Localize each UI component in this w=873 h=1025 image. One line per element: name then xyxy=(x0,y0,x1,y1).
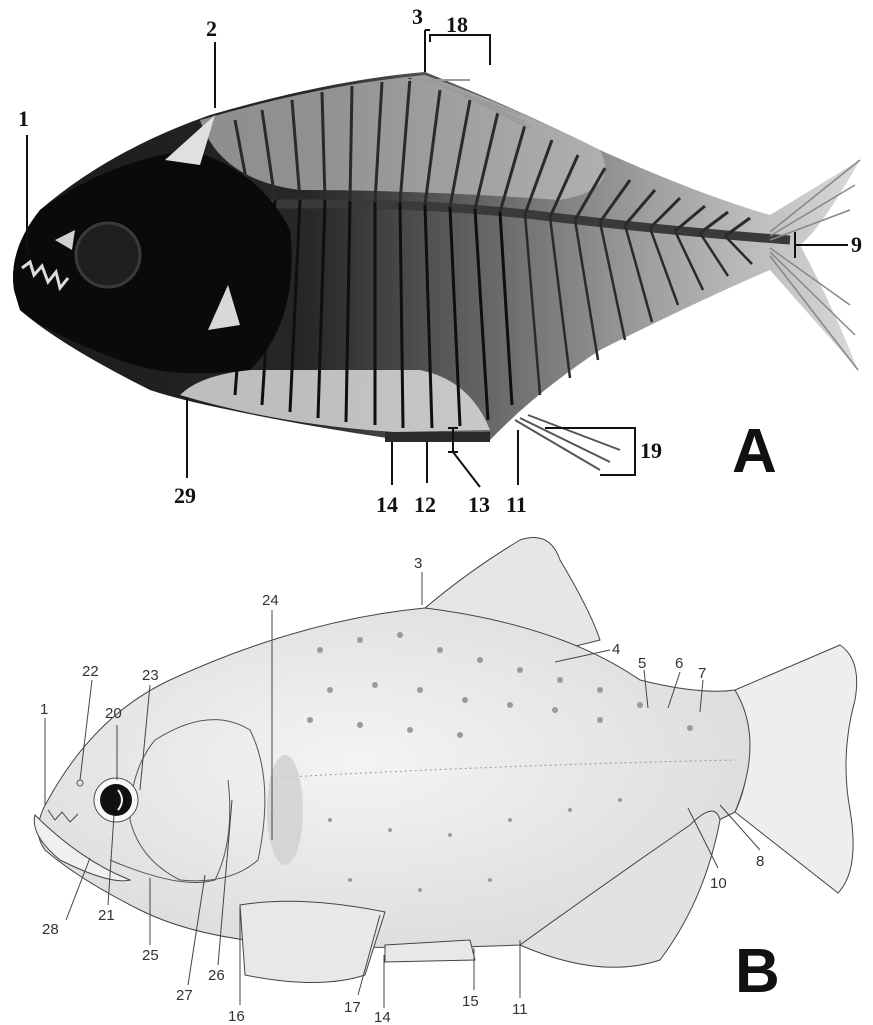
drawing-caudal-fin xyxy=(735,645,857,893)
drawing-label-26: 26 xyxy=(208,967,225,984)
xray-anal-fin xyxy=(515,415,620,470)
xray-label-18: 18 xyxy=(446,12,468,37)
drawing-label-3: 3 xyxy=(414,555,422,572)
drawing-label-25: 25 xyxy=(142,947,159,964)
drawing-label-4: 4 xyxy=(612,641,620,658)
xray-ventral-scutes xyxy=(385,432,490,442)
drawing-label-7: 7 xyxy=(698,665,706,682)
panel-label-a: A xyxy=(732,417,777,486)
xray-head xyxy=(13,150,292,373)
drawing-label-6: 6 xyxy=(675,655,683,672)
drawing-label-21: 21 xyxy=(98,907,115,924)
drawing-label-16: 16 xyxy=(228,1008,245,1025)
panel-label-b: B xyxy=(735,937,780,1006)
drawing-label-1: 1 xyxy=(40,701,48,718)
drawing-label-11: 11 xyxy=(512,1001,528,1018)
drawing-label-15: 15 xyxy=(462,993,479,1010)
xray-label-14: 14 xyxy=(376,492,398,517)
xray-label-19: 19 xyxy=(640,438,662,463)
drawing-label-20: 20 xyxy=(105,705,122,722)
xray-label-12: 12 xyxy=(414,492,436,517)
xray-label-1: 1 xyxy=(18,106,29,131)
drawing-label-5: 5 xyxy=(638,655,646,672)
xray-label-11: 11 xyxy=(506,492,527,517)
drawing-label-27: 27 xyxy=(176,987,193,1004)
drawing-panel: 3 4 5 6 7 1 22 20 23 24 21 28 25 27 26 1… xyxy=(34,538,856,1025)
xray-belly xyxy=(180,370,490,432)
xray-label-9: 9 xyxy=(851,232,862,257)
xray-label-29: 29 xyxy=(174,483,196,508)
drawing-label-10: 10 xyxy=(710,875,727,892)
xray-panel: 1 2 3 18 9 19 11 13 12 14 29 A xyxy=(13,4,862,517)
leader-18 xyxy=(430,35,490,65)
drawing-label-8: 8 xyxy=(756,853,764,870)
drawing-label-14: 14 xyxy=(374,1009,391,1025)
drawing-pectoral-fin xyxy=(240,901,385,982)
xray-label-2: 2 xyxy=(206,16,217,41)
drawing-label-28: 28 xyxy=(42,921,59,938)
drawing-label-17: 17 xyxy=(344,999,361,1016)
drawing-label-22: 22 xyxy=(82,663,99,680)
xray-label-13: 13 xyxy=(468,492,490,517)
drawing-label-24: 24 xyxy=(262,592,279,609)
xray-orbit xyxy=(76,223,140,287)
drawing-label-23: 23 xyxy=(142,667,159,684)
xray-label-3: 3 xyxy=(412,4,423,29)
drawing-eye xyxy=(100,784,132,816)
